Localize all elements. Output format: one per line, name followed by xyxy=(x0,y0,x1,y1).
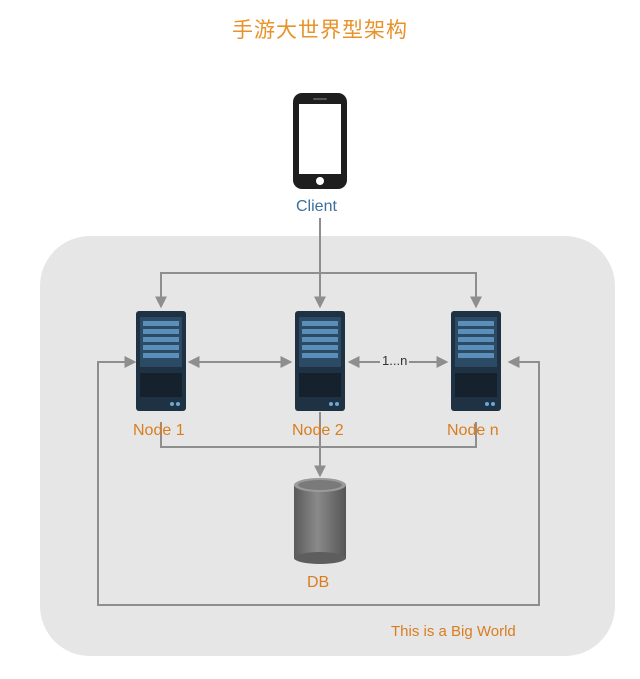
db-label: DB xyxy=(307,574,330,591)
server-node1-icon xyxy=(136,311,186,411)
node2-label: Node 2 xyxy=(292,422,344,439)
noden-label: Node n xyxy=(447,422,499,439)
world-loop-arrow xyxy=(97,356,540,606)
database-icon xyxy=(294,478,346,564)
page-title: 手游大世界型架构 xyxy=(232,18,408,42)
bus-to-noden-arrow xyxy=(320,272,482,309)
server-node2-icon xyxy=(295,311,345,411)
bus-to-node1-arrow xyxy=(155,272,320,309)
nodes-db-bus xyxy=(160,422,477,448)
node-range-label: 1...n xyxy=(380,353,410,368)
big-world-label: This is a Big World xyxy=(391,623,516,640)
phone-icon xyxy=(293,93,347,189)
server-noden-icon xyxy=(451,311,501,411)
client-label: Client xyxy=(296,198,337,215)
node1-label: Node 1 xyxy=(133,422,185,439)
connection-lines xyxy=(97,218,540,606)
